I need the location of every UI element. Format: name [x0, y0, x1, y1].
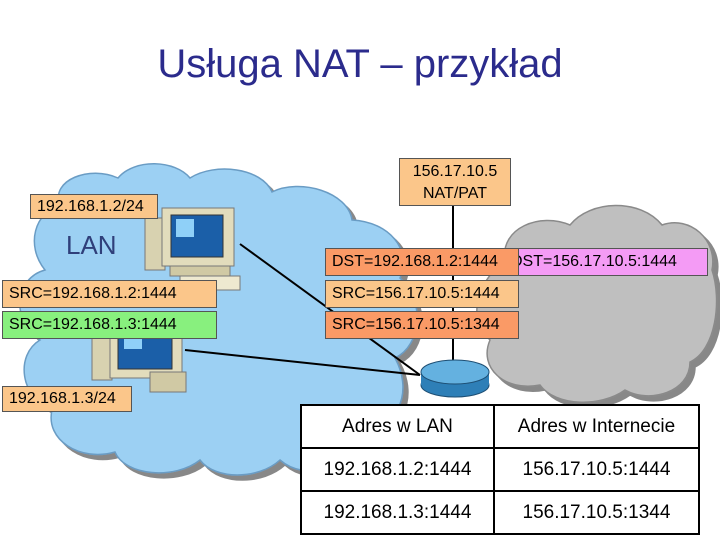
packet-dst-wan: DST=156.17.10.5:1444: [511, 248, 708, 276]
table-header-internet: Adres w Internecie: [492, 404, 701, 449]
slide-title: Usługa NAT – przykład: [157, 42, 563, 86]
packet-dst-wan-text: DST=156.17.10.5:1444: [511, 253, 677, 270]
lan-label: LAN: [66, 230, 117, 260]
table-header-row: Adres w LAN Adres w Internecie: [300, 404, 701, 449]
packet-dst-lan: DST=192.168.1.2:1444: [325, 248, 519, 276]
packet-src-wan-1: SRC=156.17.10.5:1444: [325, 280, 519, 308]
table-cell: 156.17.10.5:1444: [492, 447, 701, 492]
table-row: 192.168.1.2:1444 156.17.10.5:1444: [300, 447, 701, 492]
packet-src-lan-1: SRC=192.168.1.2:1444: [2, 280, 217, 308]
table-cell: 156.17.10.5:1344: [492, 490, 701, 535]
nat-ip: 156.17.10.5: [412, 163, 498, 180]
link-host1-router: [239, 243, 421, 376]
nat-translation-table: Adres w LAN Adres w Internecie 192.168.1…: [300, 404, 701, 535]
packet-src-lan-2: SRC=192.168.1.3:1444: [2, 311, 217, 339]
table-cell: 192.168.1.3:1444: [300, 490, 495, 535]
table-cell: 192.168.1.2:1444: [300, 447, 495, 492]
table-header-lan: Adres w LAN: [300, 404, 495, 449]
host2-ip-label: 192.168.1.3/24: [2, 386, 132, 412]
packet-src-wan-2: SRC=156.17.10.5:1344: [325, 311, 519, 339]
computer-icon-host1: [144, 207, 241, 291]
router-icon: [420, 359, 490, 398]
table-row: 192.168.1.3:1444 156.17.10.5:1344: [300, 490, 701, 535]
link-host2-router: [184, 349, 421, 376]
nat-mode: NAT/PAT: [423, 185, 487, 202]
nat-pat-label: 156.17.10.5 NAT/PAT: [399, 158, 511, 206]
host1-ip-label: 192.168.1.2/24: [30, 194, 158, 219]
